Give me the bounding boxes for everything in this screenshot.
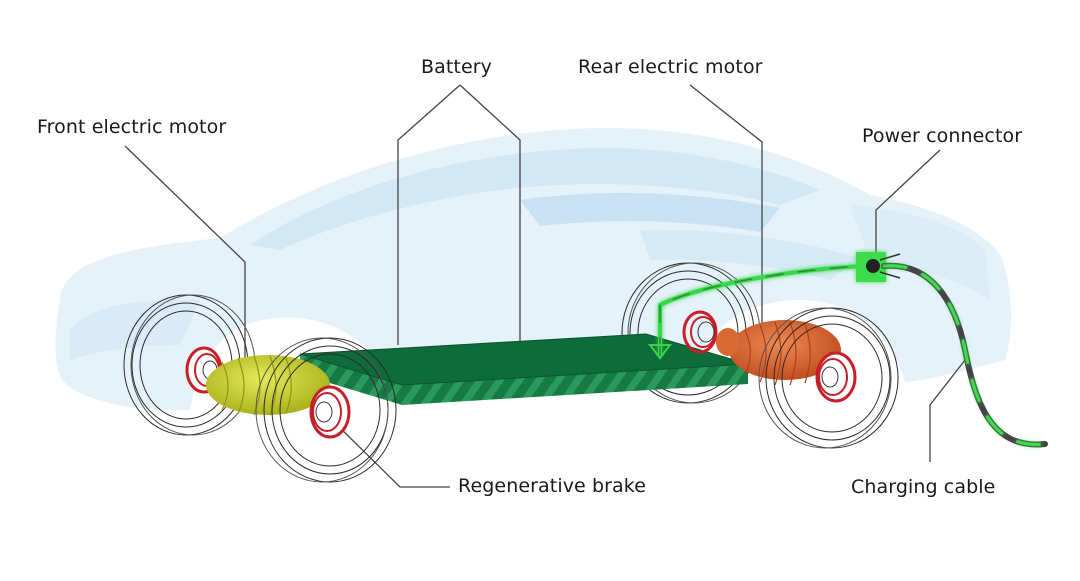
leader-battery-left bbox=[397, 84, 461, 345]
label-regenerative-brake: Regenerative brake bbox=[458, 475, 647, 497]
rear-right-wheel bbox=[758, 307, 899, 449]
label-front-electric-motor: Front electric motor bbox=[37, 116, 227, 138]
rear-motor bbox=[716, 320, 841, 386]
leader-front-motor bbox=[124, 145, 246, 372]
label-charging-cable: Charging cable bbox=[851, 476, 996, 498]
leader-regenerative-brake bbox=[329, 417, 450, 488]
car-body bbox=[55, 127, 1012, 411]
power-connector bbox=[856, 252, 901, 282]
label-power-connector: Power connector bbox=[862, 125, 1023, 147]
charge-arrow-icon bbox=[647, 344, 673, 360]
leader-rear-motor bbox=[689, 84, 763, 335]
leader-power-connector bbox=[875, 149, 941, 252]
leader-charging-cable bbox=[929, 359, 966, 462]
rear-left-brake bbox=[682, 310, 718, 354]
label-rear-electric-motor: Rear electric motor bbox=[578, 56, 763, 78]
battery-pack bbox=[299, 333, 749, 405]
leader-lines bbox=[124, 84, 966, 488]
label-battery: Battery bbox=[421, 56, 493, 78]
leader-battery-right bbox=[459, 84, 521, 353]
front-right-brake bbox=[309, 385, 351, 439]
front-right-wheel bbox=[255, 337, 397, 483]
rear-right-brake bbox=[815, 351, 857, 403]
charging-cable bbox=[881, 262, 1048, 448]
